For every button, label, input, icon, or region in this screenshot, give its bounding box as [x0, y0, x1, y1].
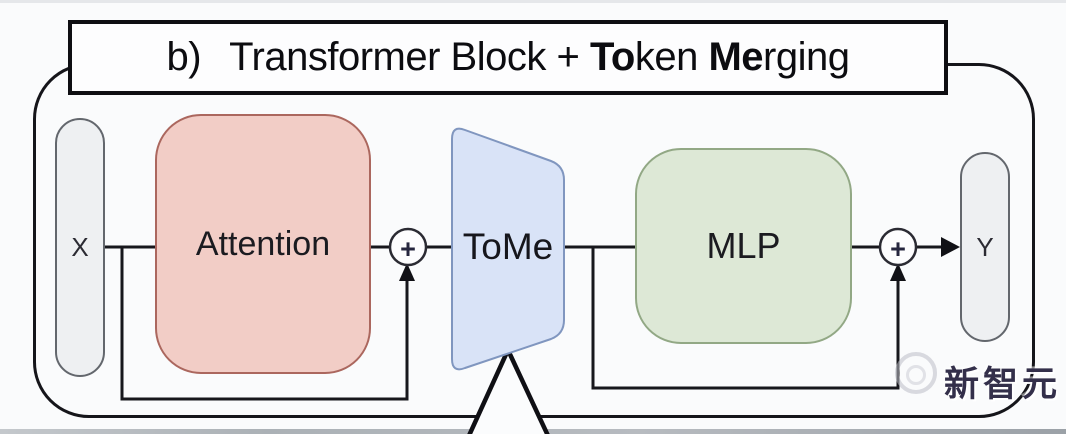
- add2-circle: [878, 227, 918, 267]
- add1-plus-sign: +: [400, 234, 416, 264]
- output-token-node: Y: [960, 152, 1010, 342]
- attention-label: Attention: [195, 224, 331, 263]
- figure-title-segment: Transformer Block +: [229, 35, 590, 79]
- attention-block: Attention: [155, 114, 371, 374]
- tome-block-label-wrap: ToMe: [452, 225, 564, 269]
- skip-connection-2: [591, 247, 900, 390]
- mlp-block: MLP: [635, 148, 852, 344]
- tome-shape: [451, 127, 565, 371]
- add1-circle: [388, 227, 428, 267]
- input-token-label: X: [71, 232, 89, 262]
- arrowhead-up-add1: [399, 263, 415, 281]
- watermark: 新智元: [862, 348, 1057, 404]
- arrowhead-right-y: [941, 237, 960, 257]
- figure-title-prefix: b): [166, 35, 202, 79]
- output-token-label: Y: [976, 231, 994, 262]
- watermark-text: 新智元: [944, 365, 1062, 404]
- figure-title-bold-me: Me: [708, 35, 764, 79]
- figure-title-segment: ken: [634, 35, 709, 79]
- skip-connection-1: [120, 247, 409, 401]
- arrowhead-up-add2: [890, 263, 906, 281]
- add2-plus-sign: +: [890, 234, 906, 264]
- mlp-label: MLP: [706, 225, 781, 266]
- figure-title-segment: rging: [763, 35, 850, 79]
- figure-title-bold-to: To: [589, 35, 635, 79]
- input-token-node: X: [55, 118, 105, 377]
- tome-label: ToMe: [462, 226, 554, 267]
- watermark-logo-icon: [895, 352, 937, 394]
- top-edge-artifact: [0, 0, 1066, 3]
